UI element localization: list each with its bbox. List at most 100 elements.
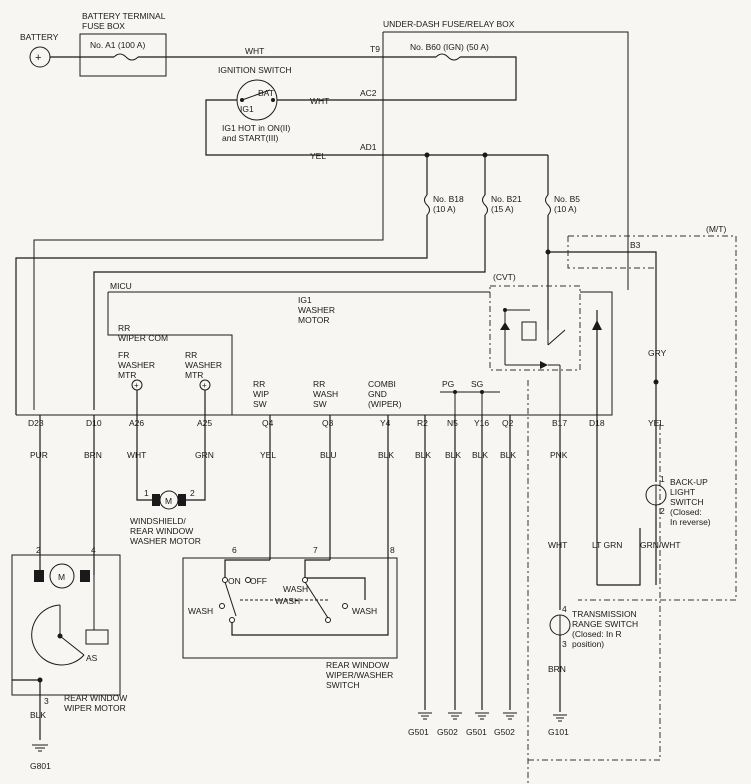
ground-g501-a: G501 (408, 727, 429, 737)
wire-yel-1: YEL (310, 151, 326, 161)
pin-t9: T9 (370, 44, 380, 54)
ground-g801-icon (32, 744, 48, 752)
ig1-hot-label: IG1 HOT in ON(II) (222, 123, 290, 133)
wire-color-blk: BLK (500, 450, 516, 460)
fuse-b21-label: No. B21 (491, 194, 522, 204)
rs-pin8: 8 (390, 545, 395, 555)
switch-wash-3: WASH (275, 596, 300, 606)
ignition-switch-label: IGNITION SWITCH (218, 65, 292, 75)
trs-label2: RANGE SWITCH (572, 619, 638, 629)
trs-pin3: 3 (562, 639, 567, 649)
wire-color-blk: BLK (415, 450, 431, 460)
micu-fr-mtr: MTR (118, 370, 136, 380)
micu-label: MICU (110, 281, 132, 291)
micu-pin-y4: Y4 (380, 418, 391, 428)
ig1-hot-label2: and START(III) (222, 133, 279, 143)
mt-region (568, 235, 737, 601)
rwm-pin4: 4 (91, 545, 96, 555)
washer-motor-label: WINDSHIELD/ (130, 516, 186, 526)
micu-pin-d23: D23 (28, 418, 44, 428)
backup-label5: In reverse) (670, 517, 711, 527)
ign-bat-label: BAT (258, 88, 274, 98)
micu-ig1-washer: WASHER (298, 305, 335, 315)
rear-switch-box (182, 557, 398, 659)
battery-box-label2: FUSE BOX (82, 21, 125, 31)
washer-motor-label2: REAR WINDOW (130, 526, 193, 536)
micu-pin-q2: Q2 (502, 418, 514, 428)
trs-label: TRANSMISSION (572, 609, 637, 619)
micu-rr-wash2: WASH (313, 389, 338, 399)
backup-label3: SWITCH (670, 497, 704, 507)
wire-ltgrn: LT GRN (592, 540, 622, 550)
svg-text:+: + (134, 381, 139, 390)
rwm-m: M (58, 572, 65, 582)
micu-rr-washer: WASHER (185, 360, 222, 370)
ground-g502-b: G502 (494, 727, 515, 737)
wire-gry: GRY (648, 348, 667, 358)
wire-blk-g801: BLK (30, 710, 46, 720)
wire-brn-g101: BRN (548, 664, 566, 674)
micu-ig1: IG1 (298, 295, 312, 305)
micu-pin-r2: R2 (417, 418, 428, 428)
micu-box (16, 292, 233, 416)
fuse-b18-label: No. B18 (433, 194, 464, 204)
rwm-pin3: 3 (44, 696, 49, 706)
switch-wash-1: WASH (283, 584, 308, 594)
backup-label4: (Closed: (670, 507, 702, 517)
rear-switch-label: REAR WINDOW (326, 660, 389, 670)
rear-wiper-motor-box (11, 554, 121, 696)
wire-color-blk: BLK (378, 450, 394, 460)
cvt-region (489, 285, 581, 371)
switch-off: OFF (250, 576, 267, 586)
rear-wiper-motor-label: REAR WINDOW (64, 693, 127, 703)
micu-combi-wiper: (WIPER) (368, 399, 402, 409)
fuse-b21-label2: (15 A) (491, 204, 514, 214)
micu-rr-wash3: SW (313, 399, 327, 409)
underdash-label: UNDER-DASH FUSE/RELAY BOX (383, 19, 515, 29)
rs-pin6: 6 (232, 545, 237, 555)
underdash-box-border (383, 31, 629, 290)
backup-label2: LIGHT (670, 487, 695, 497)
micu-combi-gnd: GND (368, 389, 387, 399)
battery-plus-icon: + (35, 52, 41, 64)
fuse-a1-label: No. A1 (100 A) (90, 40, 145, 50)
rs-pin7: 7 (313, 545, 318, 555)
micu-rr-mtr: MTR (185, 370, 203, 380)
trs-pin4: 4 (562, 604, 567, 614)
wire-wht-1: WHT (245, 46, 264, 56)
ground-icons (418, 712, 517, 720)
pin-ac2: AC2 (360, 88, 377, 98)
micu-fr-washer: WASHER (118, 360, 155, 370)
bls-pin1: 1 (660, 474, 665, 484)
micu-pin-q4: Q4 (262, 418, 274, 428)
pin-b3: B3 (630, 240, 641, 250)
battery-box-label: BATTERY TERMINAL (82, 11, 166, 21)
rear-switch-label3: SWITCH (326, 680, 360, 690)
wire-grnwht: GRN/WHT (640, 540, 681, 550)
fuse-b60-icon (435, 53, 461, 61)
wire-color-pur: PUR (30, 450, 48, 460)
rwm-pin2: 2 (36, 545, 41, 555)
micu-rr: RR (185, 350, 197, 360)
micu-pin-q3: Q3 (322, 418, 334, 428)
wire-color-yel: YEL (260, 450, 276, 460)
wire-color-pnk: PNK (550, 450, 568, 460)
micu-rr-wiper: RR (118, 323, 130, 333)
ground-g801-label: G801 (30, 761, 51, 771)
fuse-b60-label: No. B60 (IGN) (50 A) (410, 42, 489, 52)
pin-ad1: AD1 (360, 142, 377, 152)
ground-g101-icon (553, 714, 567, 722)
auto-stop-label: AS (86, 653, 98, 663)
rear-wiper-motor-icon (49, 563, 75, 589)
mt-label: (M/T) (706, 224, 726, 234)
wire-color-blk: BLK (445, 450, 461, 460)
micu-pin-n5: N5 (447, 418, 458, 428)
micu-rr-wip2: WIP (253, 389, 269, 399)
fuse-a1-icon (113, 53, 139, 61)
cvt-relay-coil (521, 321, 537, 341)
backup-label: BACK-UP (670, 477, 708, 487)
fuse-b18-label2: (10 A) (433, 204, 456, 214)
rear-wiper-motor-label2: WIPER MOTOR (64, 703, 126, 713)
wire-yel-2: YEL (648, 418, 664, 428)
wire-color-blu: BLU (320, 450, 337, 460)
